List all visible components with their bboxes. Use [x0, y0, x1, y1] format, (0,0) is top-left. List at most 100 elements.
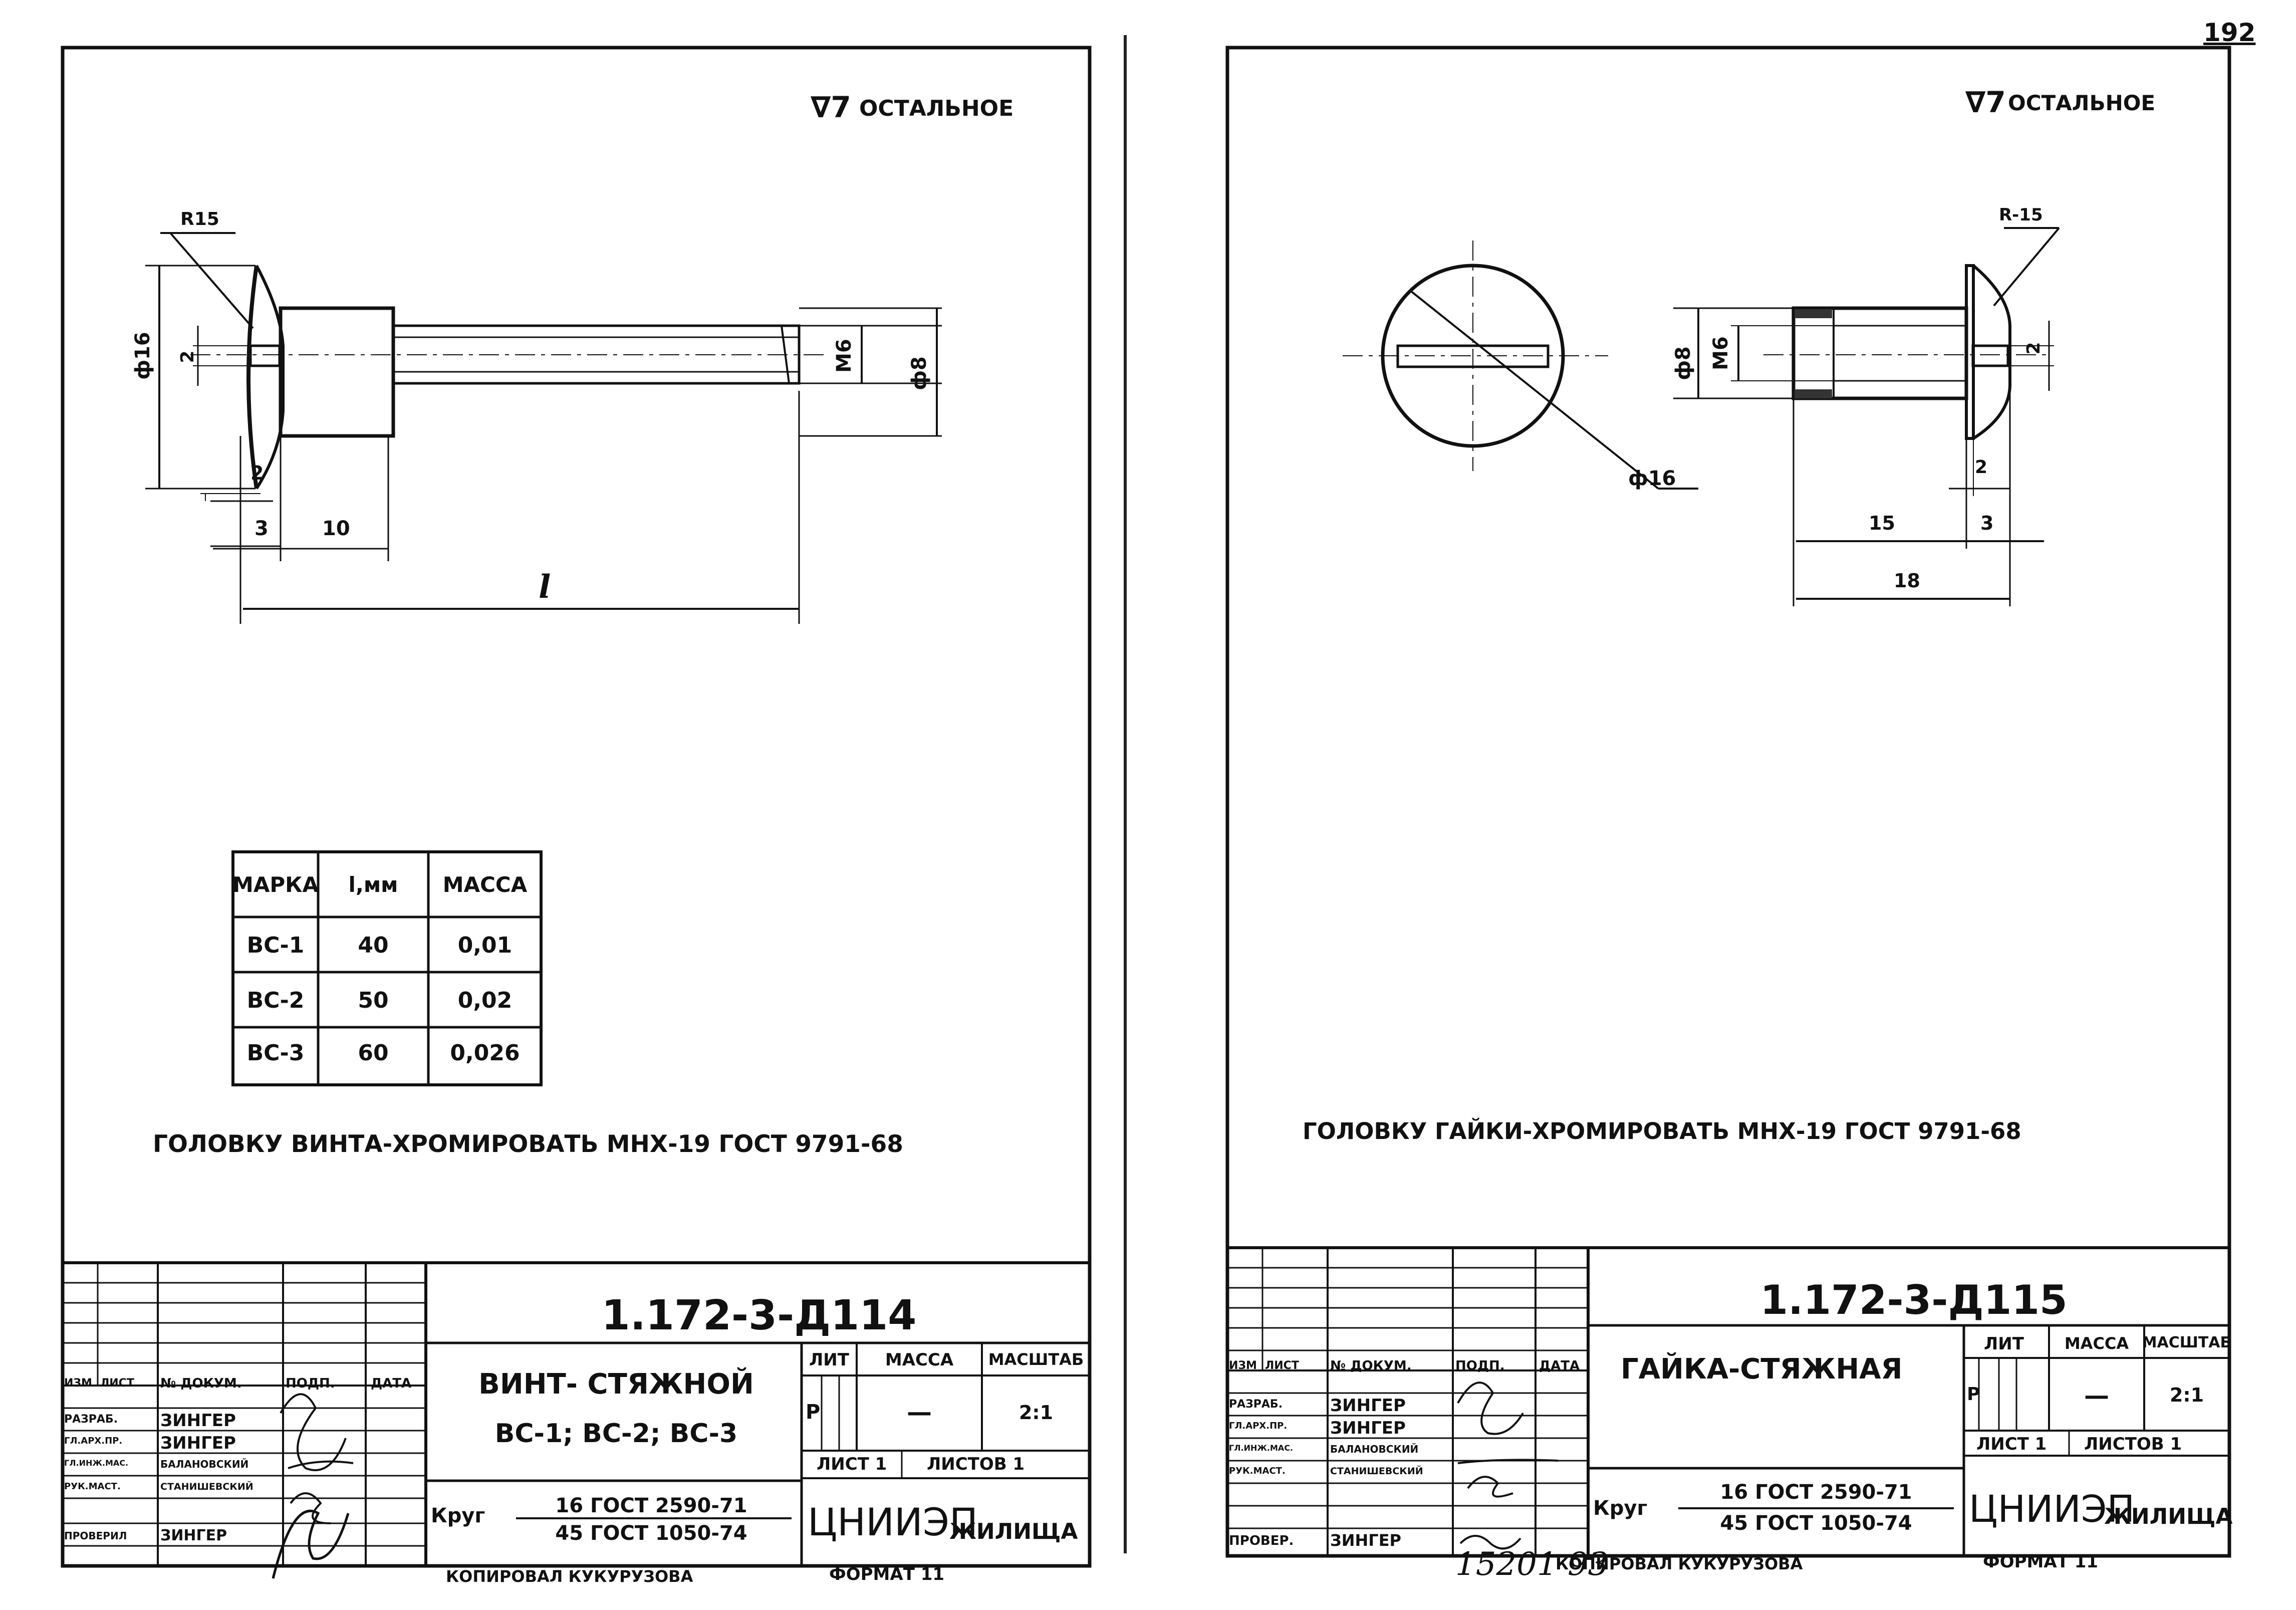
dim-radius: R15	[180, 209, 219, 229]
role-label: ГЛ.АРХ.ПР.	[64, 1436, 123, 1446]
material-top: 16 ГОСТ 2590-71	[1720, 1481, 1912, 1504]
dim-collar-length: 10	[322, 517, 350, 540]
left-drawing-lines	[61, 46, 1092, 1579]
role-label: РУК.МАСТ.	[64, 1481, 121, 1492]
table-cell: 60	[358, 1040, 389, 1066]
dim-face-diameter: ф16	[1628, 467, 1676, 490]
part-variants: ВС-1; ВС-2; ВС-3	[494, 1419, 738, 1449]
table-cell: 0,02	[457, 988, 513, 1013]
person-name: ЗИНГЕР	[160, 1411, 236, 1431]
col-header: ПОДП.	[286, 1376, 335, 1391]
col-header: ИЗМ	[64, 1377, 92, 1390]
col-header: ПОДП.	[1455, 1358, 1505, 1373]
dim-outer-diameter: ф8	[1672, 346, 1695, 380]
document-number: 1.172-3-Д114	[601, 1292, 917, 1339]
person-name: ЗИНГЕР	[1330, 1531, 1401, 1550]
col-header: ДАТА	[1539, 1358, 1580, 1373]
table-cell: ВС-3	[246, 1040, 305, 1066]
table-header-length: l,мм	[348, 872, 398, 897]
dim-slot-width: 2	[2023, 342, 2044, 355]
sheets-label: ЛИСТОВ 1	[2084, 1434, 2182, 1454]
person-name: СТАНИШЕВСКИЙ	[160, 1481, 253, 1492]
lit-label: ЛИТ	[1984, 1334, 2024, 1354]
mass-label: МАССА	[885, 1350, 954, 1370]
role-label: ГЛ.ИНЖ.МАС.	[64, 1458, 129, 1468]
role-label: ПРОВЕРИЛ	[64, 1530, 127, 1542]
part-name: ГАЙКА-СТЯЖНАЯ	[1621, 1353, 1903, 1386]
organization-sub: ЖИЛИЩА	[2104, 1504, 2233, 1529]
document-number: 1.172-3-Д115	[1760, 1277, 2068, 1323]
right-drawing-sheet: ∇7 ОСТАЛЬНОЕ R-15 ф16 ф8 M6 2 2 15 3 18 …	[1147, 0, 2296, 1610]
surface-finish-note: ОСТАЛЬНОЕ	[859, 96, 1014, 121]
lit-value: Р	[1967, 1384, 1980, 1405]
archive-stamp: 15201 93	[1455, 1546, 1609, 1583]
table-header-mass: МАССА	[442, 872, 528, 897]
lit-value: Р	[806, 1401, 821, 1424]
person-name: ЗИНГЕР	[1330, 1396, 1406, 1416]
dim-thread: M6	[1709, 336, 1732, 370]
chrome-note: ГОЛОВКУ ГАЙКИ-ХРОМИРОВАТЬ МНХ-19 ГОСТ 97…	[1303, 1118, 2021, 1144]
table-cell: ВС-1	[246, 933, 305, 958]
role-label: РАЗРАБ.	[1229, 1398, 1283, 1411]
role-label: РАЗРАБ.	[64, 1413, 118, 1426]
person-name: СТАНИШЕВСКИЙ	[1330, 1466, 1423, 1477]
organization-sub: ЖИЛИЩА	[949, 1519, 1078, 1544]
dim-shank-diameter: ф8	[908, 356, 931, 390]
dim-thread: M6	[833, 339, 856, 373]
scale-label: МАСШТАБ	[988, 1350, 1084, 1369]
col-header: ЛИСТ	[100, 1377, 134, 1390]
table-cell: 0,026	[450, 1040, 520, 1066]
person-name: БАЛАНОВСКИЙ	[1330, 1443, 1419, 1455]
dim-total-length: l	[539, 568, 551, 606]
surface-finish-symbol: ∇7	[1965, 85, 2006, 119]
person-name: ЗИНГЕР	[1330, 1418, 1406, 1438]
sheet-format: ФОРМАТ 11	[829, 1564, 945, 1584]
dim-flange: 2	[1975, 457, 1988, 478]
mass-label: МАССА	[2064, 1334, 2129, 1353]
scale-value: 2:1	[2169, 1384, 2204, 1406]
sheet-format: ФОРМАТ 11	[1983, 1552, 2099, 1572]
dim-head-length: 3	[254, 517, 269, 540]
sheet-separator-line	[1124, 35, 1127, 1553]
col-header: ЛИСТ	[1265, 1359, 1299, 1372]
person-name: БАЛАНОВСКИЙ	[160, 1458, 249, 1470]
right-drawing-lines	[1225, 46, 2231, 1558]
organization-main: ЦНИИЭП	[808, 1500, 978, 1544]
material-bottom: 45 ГОСТ 1050-74	[555, 1522, 747, 1545]
role-label: ГЛ.ИНЖ.МАС.	[1229, 1443, 1294, 1453]
person-name: ЗИНГЕР	[160, 1527, 227, 1544]
table-cell: 40	[358, 933, 389, 958]
sheet-label: ЛИСТ 1	[1976, 1434, 2047, 1454]
role-label: ПРОВЕР.	[1229, 1533, 1294, 1548]
dim-body-length: 15	[1869, 512, 1895, 534]
role-label: РУК.МАСТ.	[1229, 1466, 1286, 1476]
material-bottom: 45 ГОСТ 1050-74	[1720, 1512, 1912, 1535]
sheet-label: ЛИСТ 1	[817, 1454, 887, 1474]
dim-radius: R-15	[1999, 205, 2043, 225]
chrome-note: ГОЛОВКУ ВИНТА-ХРОМИРОВАТЬ МНХ-19 ГОСТ 97…	[153, 1130, 903, 1158]
copied-by: КОПИРОВАЛ КУКУРУЗОВА	[1556, 1554, 1803, 1573]
left-drawing-sheet: ∇7 ОСТАЛЬНОЕ R15 ф16 2 M6 ф8 2 3 10 l МА…	[0, 0, 1122, 1610]
table-cell: ВС-2	[246, 988, 305, 1013]
mass-value: —	[907, 1398, 932, 1427]
table-cell: 0,01	[457, 933, 513, 958]
mass-value: —	[2084, 1381, 2109, 1410]
copied-by: КОПИРОВАЛ КУКУРУЗОВА	[446, 1567, 693, 1586]
scale-label: МАСШТАБ	[2142, 1334, 2232, 1351]
col-header: № ДОКУМ.	[1330, 1358, 1412, 1373]
dim-head-bottom: 2	[250, 462, 264, 484]
material-prefix: Круг	[431, 1504, 485, 1527]
scale-value: 2:1	[1018, 1402, 1054, 1424]
col-header: № ДОКУМ.	[160, 1376, 242, 1391]
dim-total-length: 18	[1894, 570, 1920, 592]
dim-slot-width: 2	[177, 350, 198, 363]
sheets-label: ЛИСТОВ 1	[927, 1454, 1025, 1474]
material-top: 16 ГОСТ 2590-71	[555, 1494, 747, 1517]
dim-head-length: 3	[1980, 512, 1994, 534]
dim-head-diameter: ф16	[131, 332, 154, 380]
surface-finish-note: ОСТАЛЬНОЕ	[2008, 91, 2156, 115]
page-number: 192	[2203, 18, 2256, 47]
table-cell: 50	[358, 988, 389, 1013]
role-label: ГЛ.АРХ.ПР.	[1229, 1421, 1288, 1431]
organization-main: ЦНИИЭП	[1969, 1488, 2135, 1531]
